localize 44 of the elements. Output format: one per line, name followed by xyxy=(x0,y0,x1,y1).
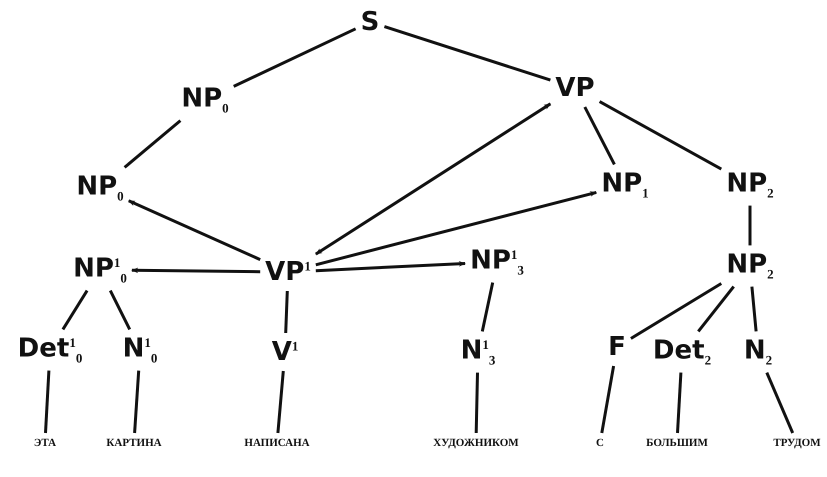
word-label: НАПИСАНА xyxy=(241,435,313,451)
tree-branch-line xyxy=(697,286,735,332)
tree-node-label: NP$_{2}$ xyxy=(723,166,777,204)
tree-branch-line xyxy=(384,25,551,82)
tree-branch-line xyxy=(750,286,758,332)
word-label: ЭТА xyxy=(30,435,60,451)
tree-branch-line xyxy=(765,372,794,434)
tree-branch-line xyxy=(630,282,722,340)
tree-branch-line xyxy=(233,27,356,88)
word-label: ТРУДОМ xyxy=(770,435,824,451)
tree-node-label: NP$_{1}$ xyxy=(598,166,652,204)
tree-node-label: F xyxy=(605,330,629,364)
tree-branch-line xyxy=(474,372,479,434)
tree-branch-line xyxy=(598,100,722,170)
arrow xyxy=(128,199,261,261)
tree-node-label: Det$_{2}$ xyxy=(650,333,714,371)
tree-branch-line xyxy=(108,290,132,330)
arrow xyxy=(315,190,597,266)
tree-branch-line xyxy=(44,370,50,434)
tree-branch-line xyxy=(748,206,752,246)
arrow xyxy=(316,261,466,272)
arrow xyxy=(315,102,552,256)
tree-node-label: VP xyxy=(552,71,598,105)
tree-branch-line xyxy=(583,106,616,166)
tree-branch-line xyxy=(676,372,682,434)
tree-node-label: N$_{2}$ xyxy=(740,333,776,371)
tree-node-label: VP$^{1}$ xyxy=(262,255,314,289)
arrow xyxy=(131,268,260,274)
tree-node-label: NP$_{0}$ xyxy=(178,81,232,119)
tree-branch-line xyxy=(600,366,616,434)
word-label: ХУДОЖНИКОМ xyxy=(430,435,522,451)
tree-node-label: NP$_{2}$ xyxy=(723,247,777,285)
tree-branch-line xyxy=(62,290,88,330)
tree-branch-line xyxy=(276,370,285,434)
tree-branch-line xyxy=(480,282,494,332)
tree-node-label: NP$_{0}$ xyxy=(73,169,127,207)
tree-branch-line xyxy=(124,119,182,169)
tree-node-label: V$^{1}$ xyxy=(268,335,302,369)
word-label: БОЛЬШИМ xyxy=(643,435,711,451)
word-label: КАРТИНА xyxy=(103,435,165,451)
tree-branch-line xyxy=(133,370,140,434)
tree-node-label: S xyxy=(358,5,382,39)
word-label: С xyxy=(593,435,607,451)
tree-branch-line xyxy=(284,290,289,334)
